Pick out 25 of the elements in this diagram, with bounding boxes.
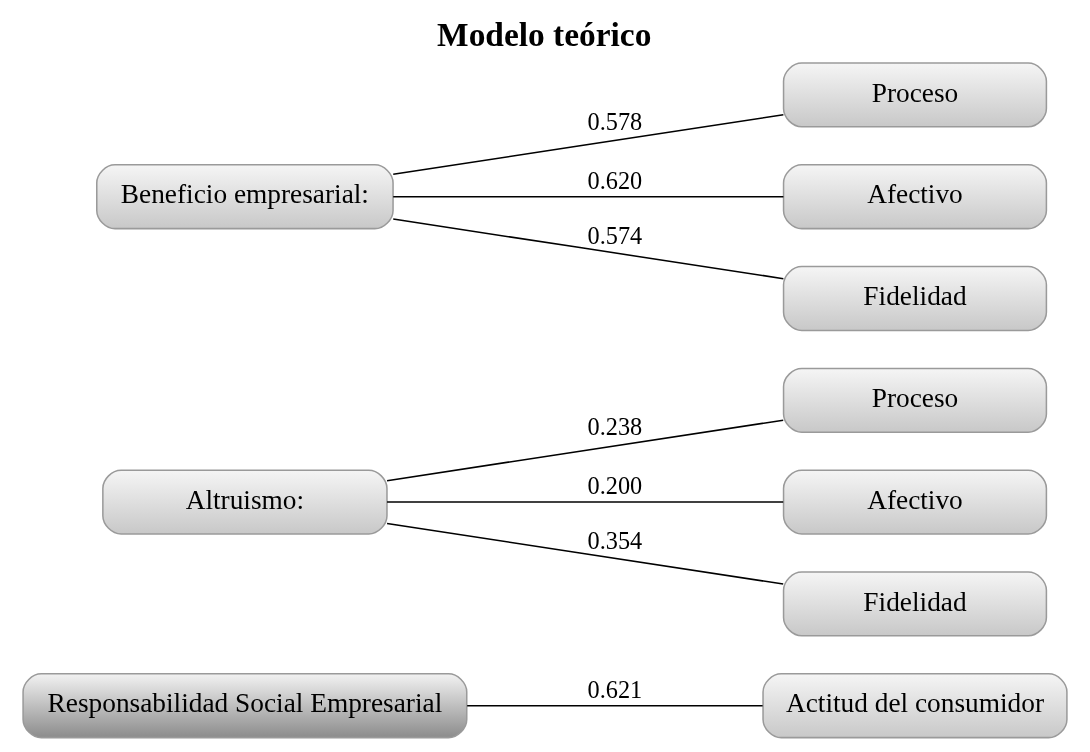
connector	[386, 522, 784, 585]
edge-label: 0.620	[587, 166, 643, 194]
node-box: Fidelidad	[782, 265, 1048, 332]
edge-label: 0.574	[587, 221, 643, 249]
node-box: Actitud del consumidor	[762, 673, 1068, 739]
connector	[386, 419, 784, 482]
connector	[466, 704, 764, 707]
connector	[392, 218, 785, 280]
edge-label: 0.621	[587, 675, 643, 703]
node-box: Proceso	[782, 62, 1048, 128]
node-box: Afectivo	[782, 164, 1048, 230]
connector	[392, 195, 785, 198]
connector	[392, 114, 785, 176]
edge-label: 0.238	[587, 412, 643, 440]
edge-label: 0.200	[587, 472, 643, 500]
diagram-title: Modelo teórico	[437, 15, 652, 53]
edge-label: 0.578	[587, 107, 643, 135]
node-box: Proceso	[782, 367, 1048, 433]
connector	[386, 501, 784, 503]
node-box: Fidelidad	[782, 571, 1048, 637]
node-box: Responsabilidad Social Empresarial	[22, 673, 468, 739]
edge-label: 0.354	[587, 526, 643, 554]
node-box: Afectivo	[782, 469, 1048, 535]
node-box: Beneficio empresarial:	[96, 164, 394, 230]
node-box: Altruismo:	[102, 469, 388, 535]
